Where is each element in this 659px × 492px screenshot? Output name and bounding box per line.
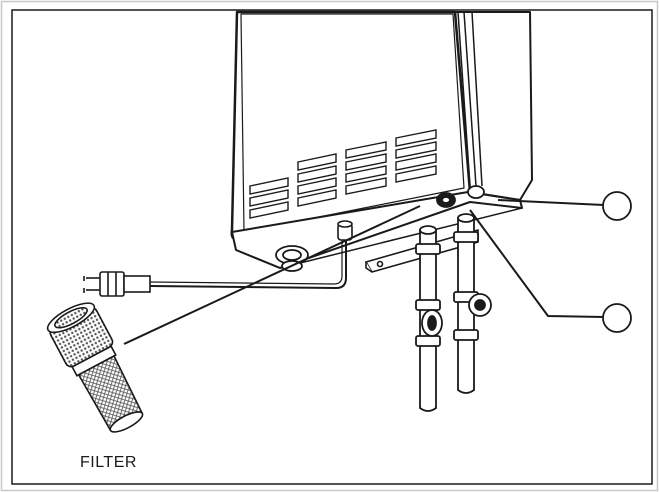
side-pipes (457, 11, 483, 187)
water-pipes (415, 185, 492, 412)
inner-frame (11, 9, 653, 485)
callout-leader-lines (123, 199, 605, 345)
power-plug (83, 271, 151, 297)
callout-1-leader-line (497, 199, 605, 206)
water-inlet-fitting (275, 245, 309, 272)
drain-outlet (337, 220, 353, 241)
power-cord (149, 240, 347, 290)
water-heater-unit (230, 10, 533, 269)
filter-leader-line (123, 205, 421, 345)
callout-circle-2 (602, 303, 632, 333)
filter-part (46, 302, 144, 433)
callout-2-leader-line (469, 209, 605, 318)
vent-slots (249, 129, 437, 219)
filter-label: FILTER (80, 454, 137, 471)
callout-circle-1 (602, 191, 632, 221)
